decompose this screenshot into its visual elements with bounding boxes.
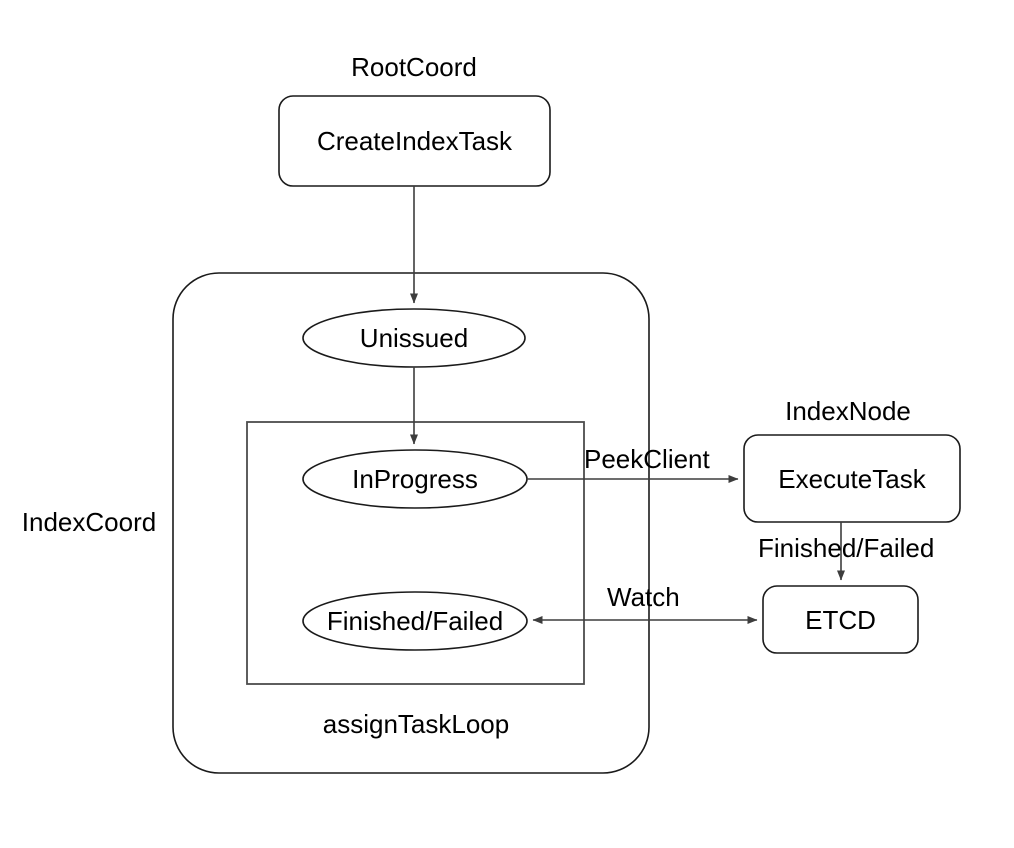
node-finished-failed-shape[interactable] xyxy=(302,591,528,651)
group-indexcoord-boundary xyxy=(172,272,650,774)
node-create-index-task-shape[interactable] xyxy=(278,95,551,187)
group-assigntaskloop-label: assignTaskLoop xyxy=(322,709,510,739)
group-indexcoord-label: IndexCoord xyxy=(21,507,157,537)
group-rootcoord-label: RootCoord xyxy=(351,52,477,82)
group-assigntaskloop-boundary xyxy=(246,421,585,685)
edge-label-finished-failed: Finished/Failed xyxy=(758,533,935,563)
node-execute-task-shape[interactable] xyxy=(743,434,961,523)
node-in-progress-shape[interactable] xyxy=(302,449,528,509)
node-unissued-shape[interactable] xyxy=(302,308,526,368)
group-indexnode-label: IndexNode xyxy=(785,396,911,426)
edge-label-peekclient: PeekClient xyxy=(584,444,710,474)
node-etcd-shape[interactable] xyxy=(762,585,919,654)
edge-label-watch: Watch xyxy=(607,582,680,612)
